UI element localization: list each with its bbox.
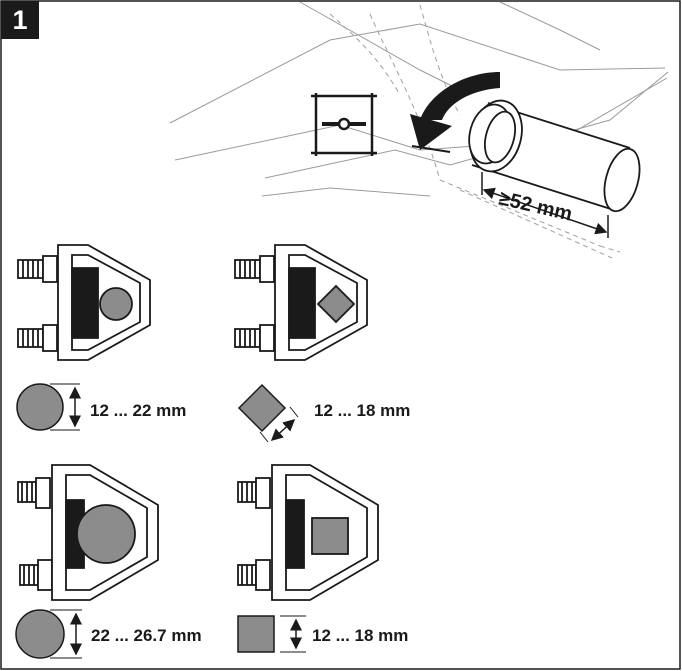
- clamp-range-label: 12 ... 18 mm: [312, 626, 408, 645]
- clamp-square: [237, 464, 379, 601]
- clamp-round-large: [17, 464, 159, 601]
- bolt-drawing: [468, 99, 641, 213]
- clamp-range-label: 12 ... 18 mm: [314, 401, 410, 420]
- rail-profile-drawing: [169, 1, 669, 259]
- clamp-round-small: [17, 244, 151, 361]
- clamp-range-label: 12 ... 22 mm: [90, 401, 186, 420]
- square-profile-icon: [237, 615, 306, 653]
- round-profile-icon: [16, 383, 81, 431]
- square-diagonal-profile-icon: [237, 383, 299, 443]
- tool-gap-dimension-line: [481, 172, 609, 238]
- step-number-badge: 1: [1, 1, 39, 39]
- clamp-square-diagonal: [234, 244, 368, 361]
- clamp-range-label: 22 ... 26.7 mm: [91, 626, 202, 645]
- round-large-profile-icon: [15, 609, 82, 659]
- alignment-symbol-icon: [311, 93, 377, 156]
- rotation-arrow: [410, 72, 500, 153]
